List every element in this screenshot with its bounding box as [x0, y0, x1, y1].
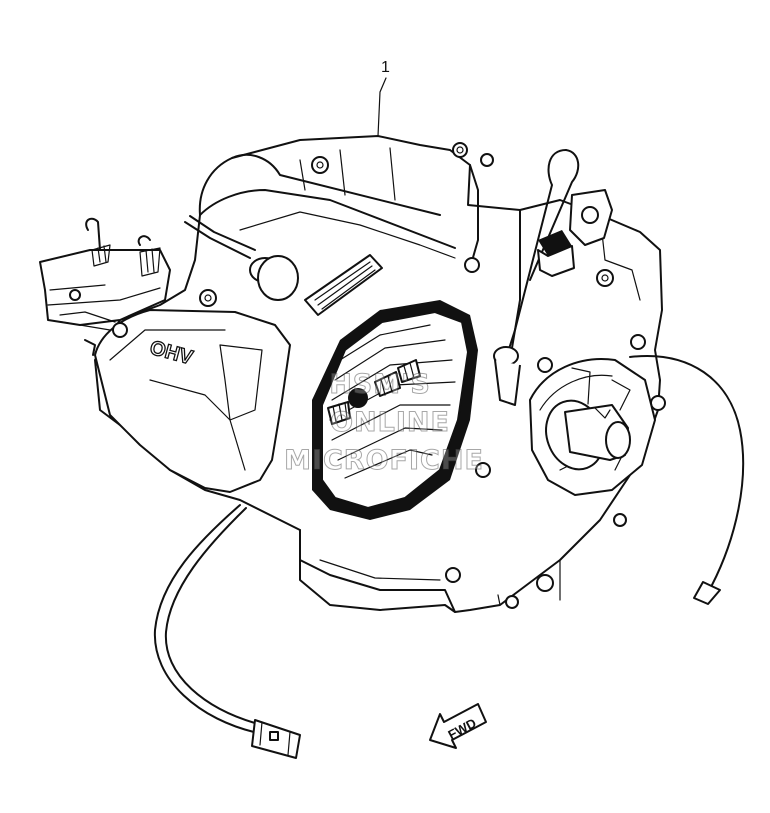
shroud-panel-line	[239, 211, 456, 259]
bolt	[452, 142, 468, 158]
watermark-line-3: MICROFICHE	[284, 445, 484, 476]
watermark-line-1: HSM'S	[329, 369, 431, 400]
label-plate-barcode	[314, 261, 376, 310]
shroud-label-plate	[304, 254, 383, 316]
left-wire-b	[164, 507, 263, 726]
crankcase-seam	[469, 164, 479, 269]
linkage-spring-hook-a	[85, 217, 101, 251]
linkage-spring-a	[91, 244, 111, 267]
bolt	[596, 269, 614, 287]
shroud-front-edge	[199, 189, 456, 249]
bolt	[464, 257, 480, 273]
callout-1-label: 1	[381, 59, 390, 76]
valve-cover-contour	[149, 379, 246, 471]
bolt	[536, 574, 554, 592]
cylinder-head-face	[321, 311, 469, 509]
bolt	[199, 289, 217, 307]
dipstick	[493, 149, 580, 406]
bolt	[537, 357, 553, 373]
left-wire-harness	[153, 504, 301, 759]
watermark-line-2: ONLINE	[330, 407, 450, 438]
pto-assembly	[529, 358, 656, 496]
dipstick-rod	[507, 149, 567, 353]
head-stud	[397, 359, 421, 383]
linkage-rods	[59, 311, 116, 331]
linkage-tab	[84, 339, 96, 356]
linkage-spring-hook-b	[137, 235, 151, 246]
cylinder-head	[312, 300, 478, 520]
bolt	[480, 153, 494, 167]
plug-boss	[257, 255, 299, 301]
bolt	[505, 595, 519, 609]
valve-cover-ridge	[109, 329, 226, 361]
breather-bracket	[569, 189, 613, 246]
bolt	[630, 334, 646, 350]
forward-arrow: FWD	[429, 703, 487, 749]
oil-cap-body	[537, 245, 575, 277]
connector-pin	[269, 731, 279, 741]
bolt	[311, 156, 329, 174]
pto-flange-spokes	[559, 367, 631, 471]
bolt	[475, 462, 491, 478]
bolt	[445, 567, 461, 583]
base-ribs	[497, 559, 561, 606]
valve-cover-outline	[94, 309, 291, 493]
head-stud	[327, 401, 351, 425]
bracket-hole	[581, 206, 599, 224]
right-wire-harness	[629, 355, 745, 605]
callout-1: 1	[377, 59, 390, 137]
fwd-arrow-shape	[429, 703, 487, 749]
watermark: HSM'S ONLINE MICROFICHE	[284, 369, 484, 477]
plug-wire	[184, 221, 251, 259]
oil-pan	[299, 529, 456, 613]
dipstick-tube	[494, 359, 521, 406]
callout-1-leader	[377, 77, 387, 137]
pto-flange-rim	[539, 374, 613, 411]
crankshaft-end	[605, 421, 631, 459]
plug-wire-outer	[189, 215, 256, 251]
governor-linkage	[39, 217, 171, 356]
shroud-top-edge	[231, 153, 441, 216]
valve-cover-boss	[219, 344, 263, 421]
oil-pan-flange	[319, 559, 441, 581]
right-wire-terminal	[693, 581, 721, 605]
valve-cover: OHV	[94, 309, 291, 493]
bolt	[613, 513, 627, 527]
head-stud	[374, 371, 401, 397]
connector-ridges	[259, 721, 291, 756]
shroud-ribs	[299, 147, 396, 201]
linkage-bolt	[69, 289, 81, 301]
oil-fill-cap	[537, 230, 575, 277]
right-wire	[629, 355, 745, 586]
stud-hole	[348, 388, 368, 408]
linkage-pivot	[112, 322, 128, 338]
linkage-spring-b	[139, 247, 161, 277]
wire-connector	[251, 719, 301, 759]
spark-plug-cap	[184, 215, 299, 301]
dipstick-loop	[529, 149, 580, 281]
bolt	[650, 395, 666, 411]
keyway	[594, 407, 611, 419]
linkage-plate-edges	[47, 284, 161, 306]
left-wire-a	[153, 504, 259, 734]
linkage-plate	[39, 249, 171, 326]
